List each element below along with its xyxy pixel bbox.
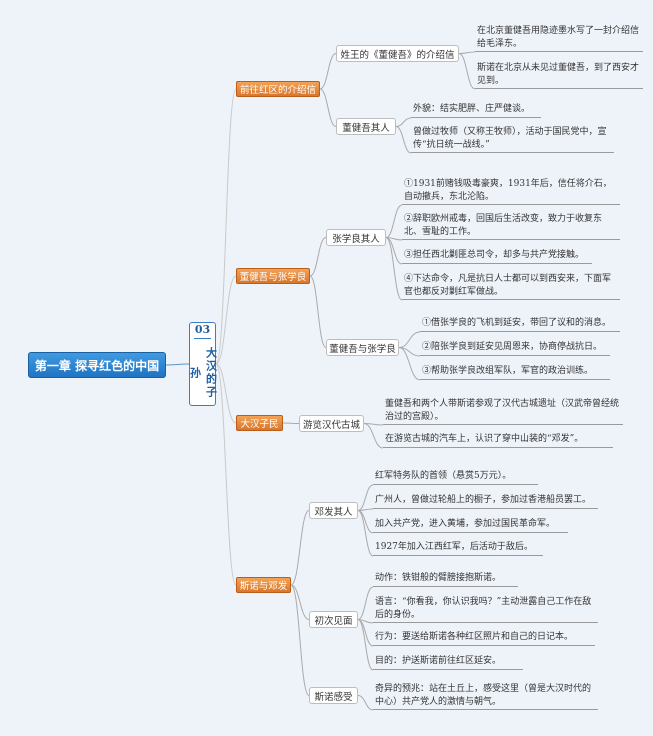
connector xyxy=(309,275,327,348)
connector xyxy=(385,237,403,301)
connector xyxy=(290,584,310,620)
leaf-item: ①1931前赌钱吸毒豪爽，1931年后，信任将介石，自动撤兵，东北沦陷。 xyxy=(402,178,620,205)
leaf-item: 动作：铁钳般的臂膀接抱斯诺。 xyxy=(373,572,518,587)
leaf-item: 红军特务队的首领（悬赏5万元）。 xyxy=(373,470,538,485)
root-node[interactable]: 第一章 探寻红色的中国 xyxy=(28,352,166,378)
sub-branch-label: 姓王的《董健吾》的介绍信 xyxy=(340,49,455,61)
connector xyxy=(215,363,237,424)
sub-branch-node[interactable]: 张学良其人 xyxy=(326,229,386,246)
sub-branch-label: 董健吾与张学良 xyxy=(329,343,396,355)
connector xyxy=(215,88,237,365)
sub-branch-node[interactable]: 初次见面 xyxy=(309,611,358,628)
leaf-item: 语言：“你看我，你认识我吗？”主动泄露自己工作在敌后的身份。 xyxy=(373,596,598,623)
leaf-item: ③担任西北剿匪总司令，却多与共产党接触。 xyxy=(402,249,592,264)
branch-label: 斯诺与邓发 xyxy=(239,581,288,592)
sub-branch-node[interactable]: 斯诺感受 xyxy=(309,687,358,704)
connector xyxy=(357,619,374,671)
sub-branch-node[interactable]: 董健吾其人 xyxy=(336,118,396,135)
connector xyxy=(385,237,403,265)
sub-branch-node[interactable]: 姓王的《董健吾》的介绍信 xyxy=(336,45,459,62)
leaf-item: ③帮助张学良改组军队，军官的政治训练。 xyxy=(420,365,610,380)
sub-branch-label: 斯诺感受 xyxy=(314,691,353,703)
leaf-item: 加入共产党，进入黄埔，参加过国民革命军。 xyxy=(373,518,568,533)
leaf-item: 曾做过牧师（又称王牧师），活动于国民党中，宣传“抗日统一战线。” xyxy=(411,126,614,153)
sub-branch-label: 邓发其人 xyxy=(314,506,353,518)
branch-node[interactable]: 斯诺与邓发 xyxy=(236,577,291,593)
leaf-item: ②辞职欧州戒毒，回国后生活改变，致力于收复东北、雪耻的工作。 xyxy=(402,213,620,240)
leaf-item: 行为：要送给斯诺各种红区照片和自己的日记本。 xyxy=(373,631,595,646)
chapter-title: 大汉的子孙 xyxy=(188,347,218,399)
connector xyxy=(458,51,476,54)
leaf-item: 外貌：结实肥胖、庄严健谈。 xyxy=(411,103,541,118)
sub-branch-label: 董健吾其人 xyxy=(342,122,390,134)
leaf-item: 在北京董健吾用隐迹墨水写了一封介绍信给毛泽东。 xyxy=(475,25,643,52)
connector xyxy=(165,363,190,366)
connector xyxy=(398,331,421,348)
connector xyxy=(319,53,337,90)
leaf-item: 斯诺在北京从未见过董健吾，到了西安才见到。 xyxy=(475,62,643,89)
connector xyxy=(398,347,421,381)
connector xyxy=(458,53,476,90)
connector xyxy=(385,204,403,238)
branch-label: 大汉子民 xyxy=(240,419,279,430)
branch-label: 前往红区的介绍信 xyxy=(239,85,316,96)
root-label: 第一章 探寻红色的中国 xyxy=(34,358,160,373)
branch-label: 董健吾与张学良 xyxy=(239,272,307,283)
leaf-item: 广州人，曾做过轮船上的橱子，参加过香港船员罢工。 xyxy=(373,494,598,509)
connector xyxy=(282,422,300,424)
connector xyxy=(395,126,412,154)
leaf-item: 奇异的预兆：站在土丘上，感受这里（曾是大汉时代的中心）共产党人的激情与朝气。 xyxy=(373,683,598,710)
leaf-item: ①借张学良的飞机到延安，带回了议和的消息。 xyxy=(420,317,620,332)
leaf-item: 董健吾和两个人带斯诺参观了汉代古城遗址（汉武帝曾经统治过的宫殿）。 xyxy=(383,398,623,425)
sub-branch-label: 张学良其人 xyxy=(332,233,380,245)
leaf-item: 目的：护送斯诺前往红区延安。 xyxy=(373,655,523,670)
connector xyxy=(357,510,374,534)
chapter-number: 03 xyxy=(194,323,211,336)
sub-branch-node[interactable]: 游览汉代古城 xyxy=(299,415,364,432)
connector xyxy=(357,484,374,511)
connector xyxy=(290,510,310,586)
chapter-node[interactable]: 03 大汉的子孙 xyxy=(188,322,218,406)
connector xyxy=(319,88,337,127)
connector xyxy=(290,584,310,696)
leaf-item: ②陪张学良到延安见周恩来，协商停战抗日。 xyxy=(420,341,610,356)
sub-branch-node[interactable]: 董健吾与张学良 xyxy=(326,339,399,356)
sub-branch-label: 初次见面 xyxy=(314,615,353,627)
connector xyxy=(215,275,237,365)
leaf-item: ④下达命令，凡是抗日人士都可以到西安来，下面军官也都反对剿红军做战。 xyxy=(402,273,620,300)
branch-node[interactable]: 大汉子民 xyxy=(236,415,283,431)
sub-branch-label: 游览汉代古城 xyxy=(302,419,360,431)
branch-node[interactable]: 董健吾与张学良 xyxy=(236,268,310,284)
connector xyxy=(357,510,374,557)
leaf-item: 在游览古城的汽车上，认识了穿中山装的“邓发”。 xyxy=(383,433,613,448)
connector xyxy=(363,423,384,449)
branch-node[interactable]: 前往红区的介绍信 xyxy=(236,81,320,97)
connector xyxy=(357,695,374,711)
sub-branch-node[interactable]: 邓发其人 xyxy=(309,502,358,519)
leaf-item: 1927年加入江西红军，后活动于敌后。 xyxy=(373,541,543,556)
connector xyxy=(309,237,327,277)
connector xyxy=(357,586,374,620)
connector xyxy=(215,363,237,586)
connector xyxy=(395,117,412,127)
